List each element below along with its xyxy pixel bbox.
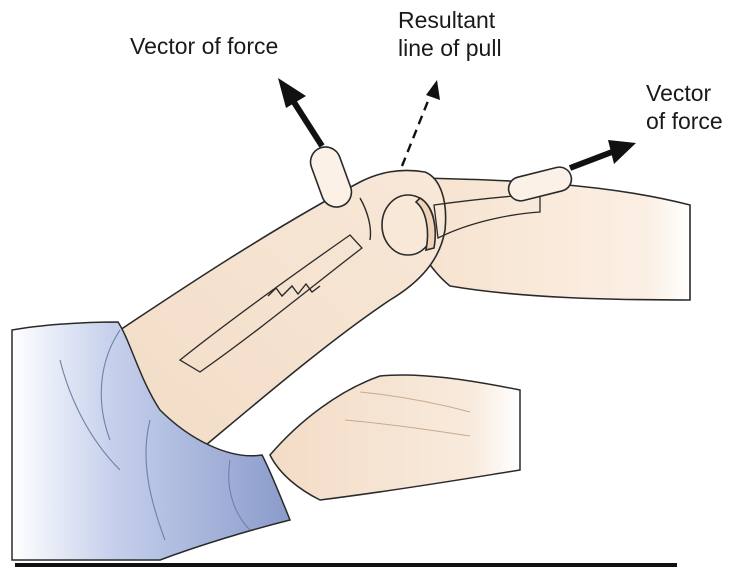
supporting-hand <box>269 374 521 501</box>
lower-leg <box>404 177 691 301</box>
vector-arrow-left-head <box>278 78 306 108</box>
vector-of-force-left-text: Vector of force <box>130 33 279 59</box>
sleeve <box>11 321 292 561</box>
fracture-line <box>267 282 321 298</box>
knee-joint <box>414 196 436 252</box>
traction-pin-right <box>507 166 573 202</box>
vector-arrow-left-shaft <box>287 94 325 148</box>
sleeve-folds <box>59 329 251 541</box>
resultant-line <box>400 95 432 167</box>
vector-of-force-right-label: Vector of force <box>646 79 723 135</box>
vector-of-force-right-line-2: of force <box>646 108 723 134</box>
resultant-line-of-pull-label: Resultant line of pull <box>398 6 502 62</box>
vector-arrow-right-head <box>608 140 636 164</box>
vector-of-force-left-label: Vector of force <box>130 32 278 60</box>
traction-pin-left <box>309 146 353 208</box>
resultant-line-2: line of pull <box>398 35 502 61</box>
resultant-line-1: Resultant <box>398 7 496 33</box>
resultant-arrow-head <box>426 80 440 100</box>
pin-hook-left <box>359 197 372 241</box>
femur <box>178 234 363 373</box>
vector-of-force-right-line-1: Vector <box>646 80 712 106</box>
finger-lines <box>344 391 471 437</box>
vector-arrow-right-shaft <box>568 149 614 171</box>
tibia <box>433 193 541 239</box>
